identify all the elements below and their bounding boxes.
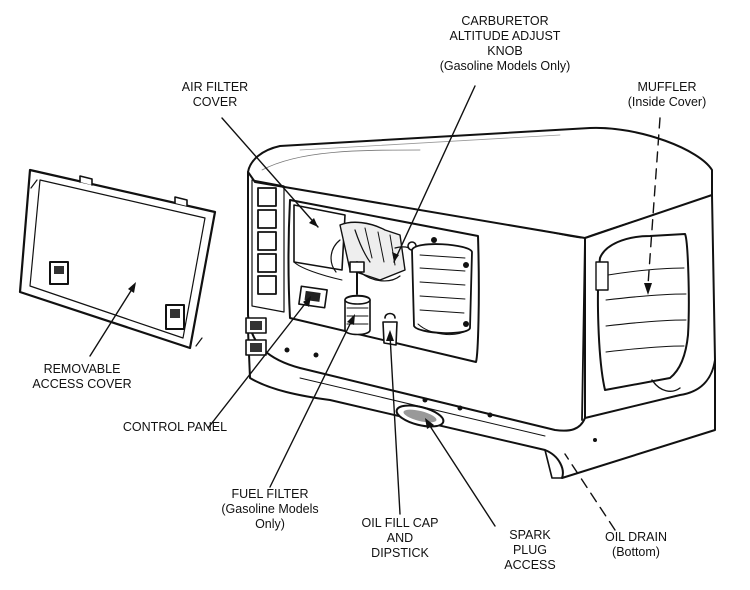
label-line: (Inside Cover) bbox=[627, 95, 707, 109]
label-line: OIL FILL CAP bbox=[361, 516, 439, 530]
label-line: AIR FILTER bbox=[181, 80, 249, 94]
label-line: KNOB bbox=[487, 44, 523, 58]
label-carburetor-altitude-adjust-knob: CARBURETOR ALTITUDE ADJUST KNOB (Gasolin… bbox=[410, 14, 600, 74]
label-fuel-filter: FUEL FILTER (Gasoline Models Only) bbox=[210, 487, 330, 532]
leader-lines bbox=[89, 85, 661, 531]
muffler-cover-drawing bbox=[595, 233, 690, 392]
label-line: AND bbox=[386, 531, 414, 545]
label-line: COVER bbox=[192, 95, 238, 109]
label-removable-access-cover: REMOVABLE ACCESS COVER bbox=[22, 362, 142, 392]
label-muffler: MUFFLER (Inside Cover) bbox=[612, 80, 722, 110]
label-oil-drain: OIL DRAIN (Bottom) bbox=[586, 530, 686, 560]
label-line: Only) bbox=[255, 517, 285, 531]
label-line: REMOVABLE bbox=[43, 362, 121, 376]
label-line: DIPSTICK bbox=[371, 546, 429, 560]
label-line: ACCESS COVER bbox=[32, 377, 132, 391]
label-air-filter-cover: AIR FILTER COVER bbox=[160, 80, 270, 110]
label-line: CARBURETOR bbox=[461, 14, 549, 28]
label-line: MUFFLER bbox=[637, 80, 697, 94]
label-control-panel: CONTROL PANEL bbox=[105, 420, 245, 435]
label-line: FUEL FILTER bbox=[231, 487, 309, 501]
label-line: (Bottom) bbox=[612, 545, 660, 559]
label-line: ALTITUDE ADJUST bbox=[449, 29, 561, 43]
label-line: ACCESS bbox=[504, 558, 556, 572]
label-spark-plug-access: SPARK PLUG ACCESS bbox=[490, 528, 570, 573]
engine-bay-drawing bbox=[287, 199, 480, 363]
label-line: PLUG bbox=[512, 543, 548, 557]
label-line: (Gasoline Models bbox=[221, 502, 319, 516]
label-line: (Gasoline Models Only) bbox=[439, 59, 571, 73]
label-line: SPARK bbox=[509, 528, 551, 542]
label-line: OIL DRAIN bbox=[604, 530, 668, 544]
label-oil-fill-cap-and-dipstick: OIL FILL CAP AND DIPSTICK bbox=[350, 516, 450, 561]
removable-access-cover-drawing bbox=[18, 168, 217, 350]
label-line: CONTROL PANEL bbox=[122, 420, 228, 434]
